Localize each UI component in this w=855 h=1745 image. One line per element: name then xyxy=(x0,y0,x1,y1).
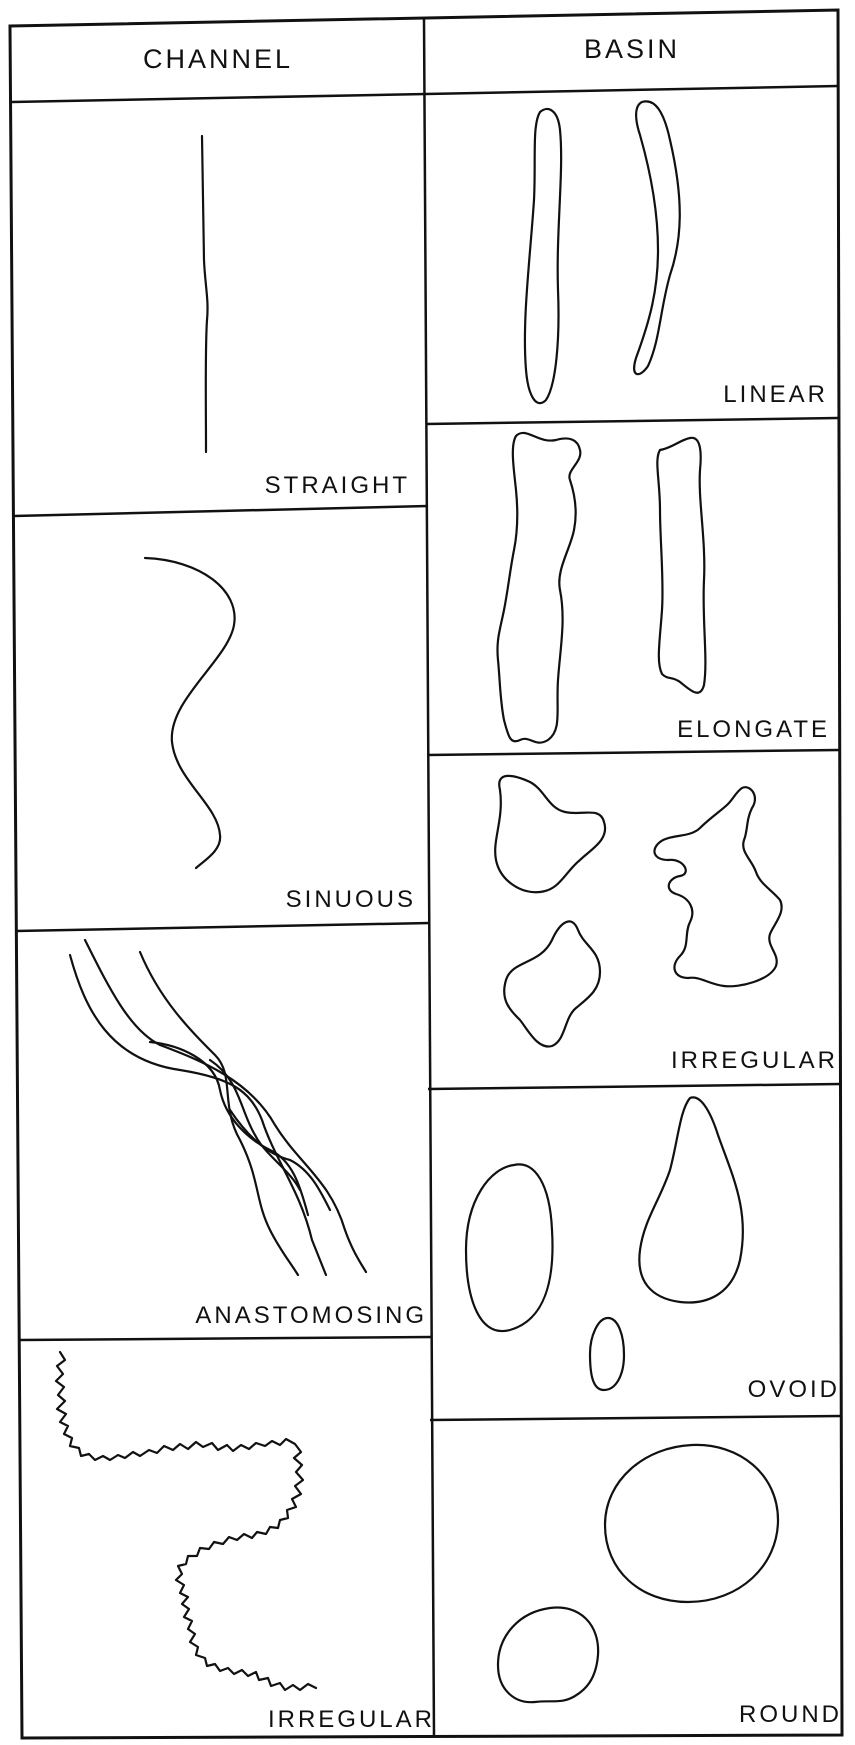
table-frame xyxy=(10,10,842,1738)
channel-straight-label: STRAIGHT xyxy=(265,472,410,499)
basin-linear-label: LINEAR xyxy=(723,381,828,408)
channel-sinuous-drawing xyxy=(145,558,235,868)
channel-irregular-label: IRREGULAR xyxy=(268,1706,435,1733)
channel-straight-drawing xyxy=(202,136,208,452)
basin-linear-drawing xyxy=(525,101,680,403)
basin-round-label: ROUND xyxy=(739,1701,842,1728)
basin-elongate-label: ELONGATE xyxy=(677,716,830,743)
basin-round-drawing xyxy=(498,1445,778,1702)
channel-anastomosing-drawing xyxy=(70,940,366,1275)
basin-ovoid-drawing xyxy=(466,1097,743,1390)
channel-irregular-drawing xyxy=(56,1352,316,1690)
basin-header: BASIN xyxy=(584,34,680,64)
basin-irregular-label: IRREGULAR xyxy=(671,1047,838,1074)
basin-ovoid-label: OVOID xyxy=(748,1376,840,1403)
basin-elongate-drawing xyxy=(497,433,705,743)
channel-anastomosing-label: ANASTOMOSING xyxy=(195,1302,427,1329)
basin-irregular-drawing xyxy=(495,776,781,1047)
channel-sinuous-label: SINUOUS xyxy=(286,886,416,913)
channel-header: CHANNEL xyxy=(143,44,293,74)
